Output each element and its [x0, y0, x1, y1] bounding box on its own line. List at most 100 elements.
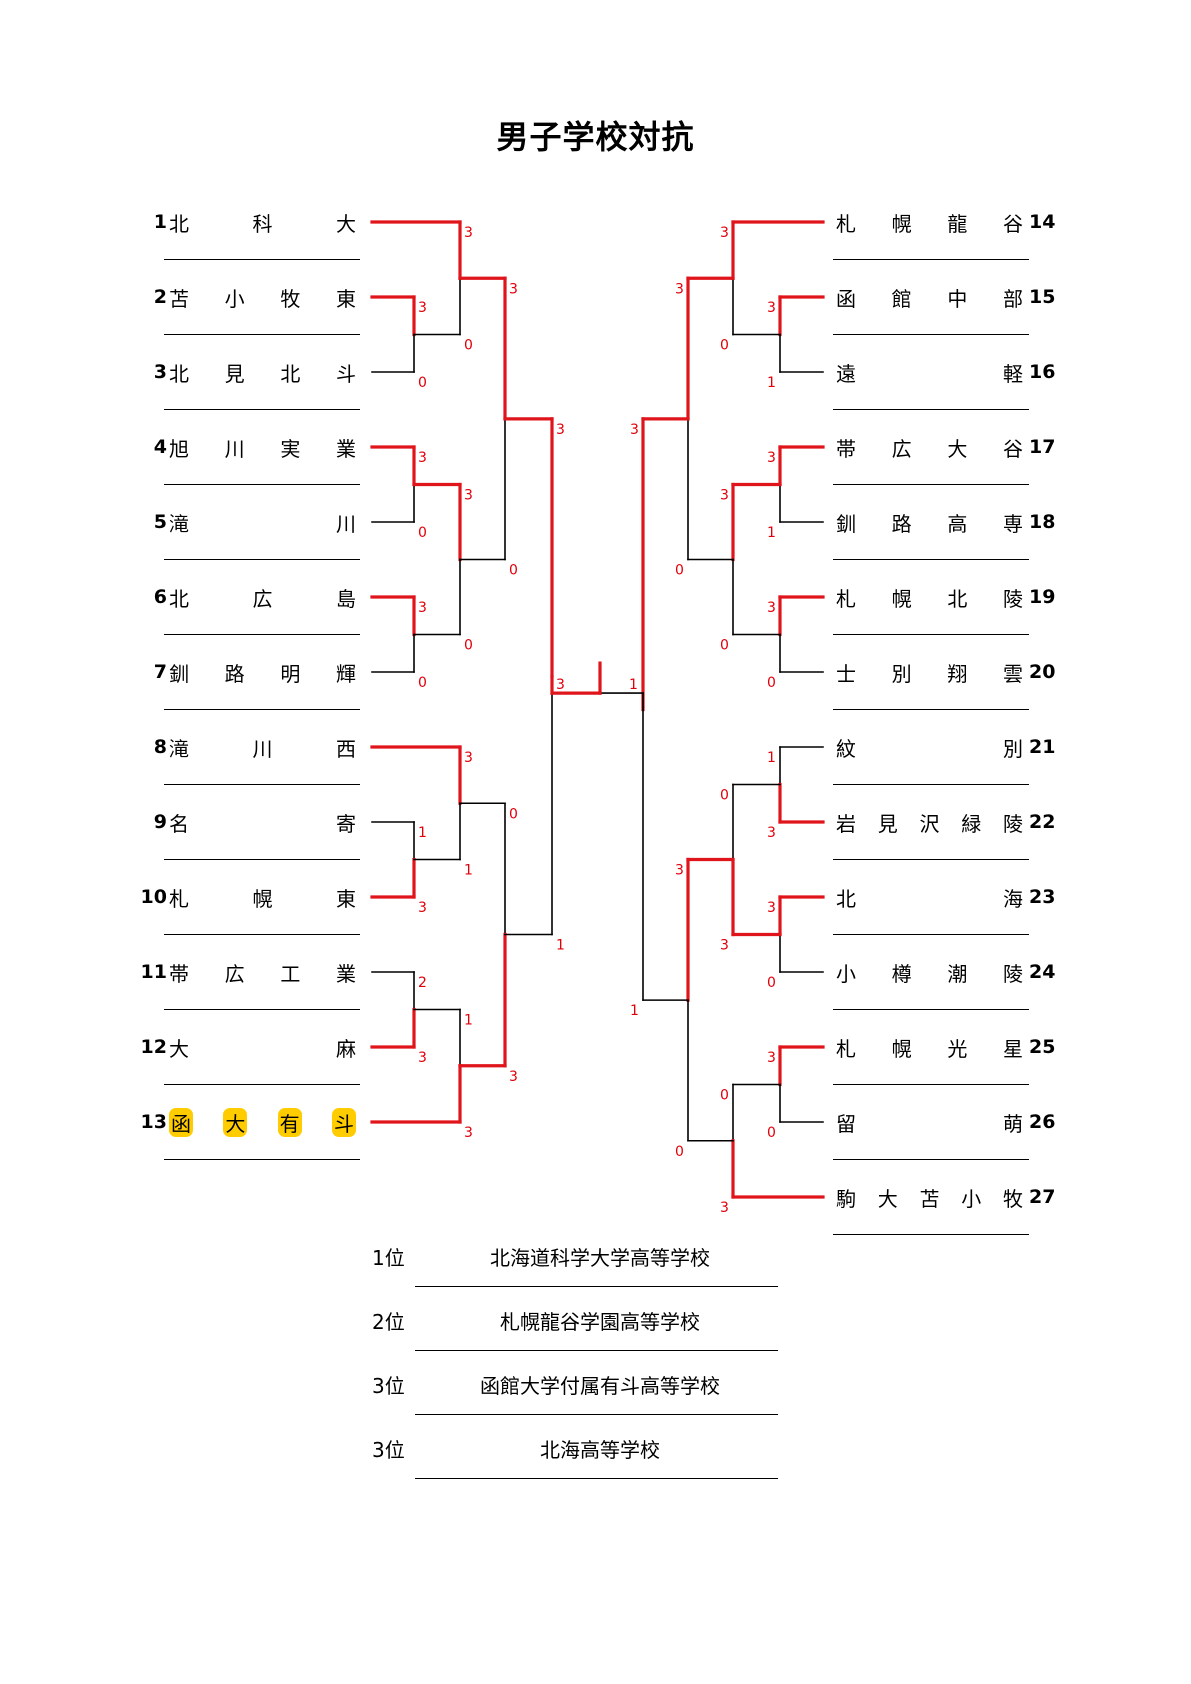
score-label: 3	[464, 488, 473, 504]
team-name-char: 海	[1003, 886, 1023, 911]
team-name-char: 島	[336, 586, 356, 611]
team-name-char: 札	[836, 586, 856, 611]
score-label: 0	[509, 563, 518, 579]
team-underline	[164, 784, 360, 785]
seed-number: 5	[153, 511, 167, 533]
score-label: 0	[767, 975, 776, 991]
team-name-char: 星	[1002, 1036, 1023, 1061]
team-name-char: 幌	[891, 1036, 912, 1061]
team-name-char: 滝	[169, 511, 189, 536]
score-label: 1	[418, 825, 427, 841]
team-name-char: 東	[335, 286, 356, 311]
team-name-char: 広	[891, 436, 912, 461]
team-name-char: 苫	[919, 1186, 940, 1211]
team-name: 滝川西	[169, 733, 356, 762]
team-underline	[833, 1234, 1029, 1235]
score-label: 3	[464, 225, 473, 241]
score-label: 0	[720, 1088, 729, 1104]
score-label: 1	[630, 1003, 639, 1019]
team-underline	[833, 1009, 1029, 1010]
seed-number: 14	[1029, 211, 1056, 233]
team-name: 帯広大谷	[836, 433, 1023, 462]
team-name-char: 滝	[169, 736, 189, 761]
team-name-char: 部	[1002, 286, 1023, 311]
score-label: 3	[464, 1125, 473, 1141]
seed-number: 3	[153, 361, 167, 383]
team-name: 北見北斗	[169, 358, 356, 387]
team-name: 岩見沢緑陵	[836, 808, 1023, 837]
team-name-char: 帯	[836, 436, 856, 461]
team-name-char: 川	[252, 736, 273, 761]
team-name-char: 光	[947, 1036, 968, 1061]
team-name: 旭川実業	[169, 433, 356, 462]
team-underline	[164, 334, 360, 335]
rank-school: 北海高等学校	[540, 1438, 660, 1462]
team-name-char: 北	[169, 586, 189, 611]
team-name: 釧路明輝	[169, 658, 356, 687]
score-label: 3	[418, 1050, 427, 1066]
right-team-15: 15 函館中部	[836, 283, 1055, 312]
seed-number: 22	[1029, 811, 1056, 833]
team-name: 函大有斗	[169, 1107, 356, 1137]
team-name-char: 龍	[947, 211, 968, 236]
score-label: 0	[675, 563, 684, 579]
team-name: 札幌光星	[836, 1033, 1023, 1062]
team-name-char: 広	[252, 586, 273, 611]
team-underline	[833, 409, 1029, 410]
seed-number: 26	[1029, 1111, 1056, 1133]
score-label: 3	[767, 300, 776, 316]
seed-number: 15	[1029, 286, 1056, 308]
seed-number: 20	[1029, 661, 1056, 683]
seed-number: 4	[153, 436, 167, 458]
team-name: 札幌東	[169, 883, 356, 912]
team-underline	[833, 1159, 1029, 1160]
team-name-char: 小	[961, 1186, 982, 1211]
team-name-char: 遠	[836, 361, 856, 386]
seed-number: 25	[1029, 1036, 1056, 1058]
team-name-char: 谷	[1002, 436, 1023, 461]
team-name-char: 川	[224, 436, 245, 461]
team-name-char: 北	[169, 361, 189, 386]
seed-number: 23	[1029, 886, 1056, 908]
score-label: 3	[509, 1069, 518, 1085]
seed-number: 21	[1029, 736, 1056, 758]
team-name-char: 斗	[335, 361, 356, 386]
score-label: 3	[556, 422, 565, 438]
team-name-char: 翔	[947, 661, 968, 686]
score-label: 1	[556, 938, 565, 954]
team-underline	[833, 784, 1029, 785]
rank-underline	[415, 1350, 778, 1351]
seed-number: 9	[153, 811, 167, 833]
team-name: 函館中部	[836, 283, 1023, 312]
team-name: 大麻	[169, 1033, 356, 1062]
team-name-char: 緑	[961, 811, 982, 836]
score-label: 3	[418, 300, 427, 316]
team-name-char: 見	[224, 361, 245, 386]
seed-number: 6	[153, 586, 167, 608]
team-name-char: 業	[335, 961, 356, 986]
score-label: 3	[767, 1050, 776, 1066]
score-label: 0	[675, 1144, 684, 1160]
team-name-char: 幌	[891, 211, 912, 236]
score-label: 0	[767, 675, 776, 691]
team-name-char: 苫	[169, 286, 189, 311]
page-title: 男子学校対抗	[496, 118, 695, 156]
team-name-char: 札	[836, 211, 856, 236]
team-name-char: 旭	[169, 436, 189, 461]
team-name-char: 高	[947, 511, 968, 536]
